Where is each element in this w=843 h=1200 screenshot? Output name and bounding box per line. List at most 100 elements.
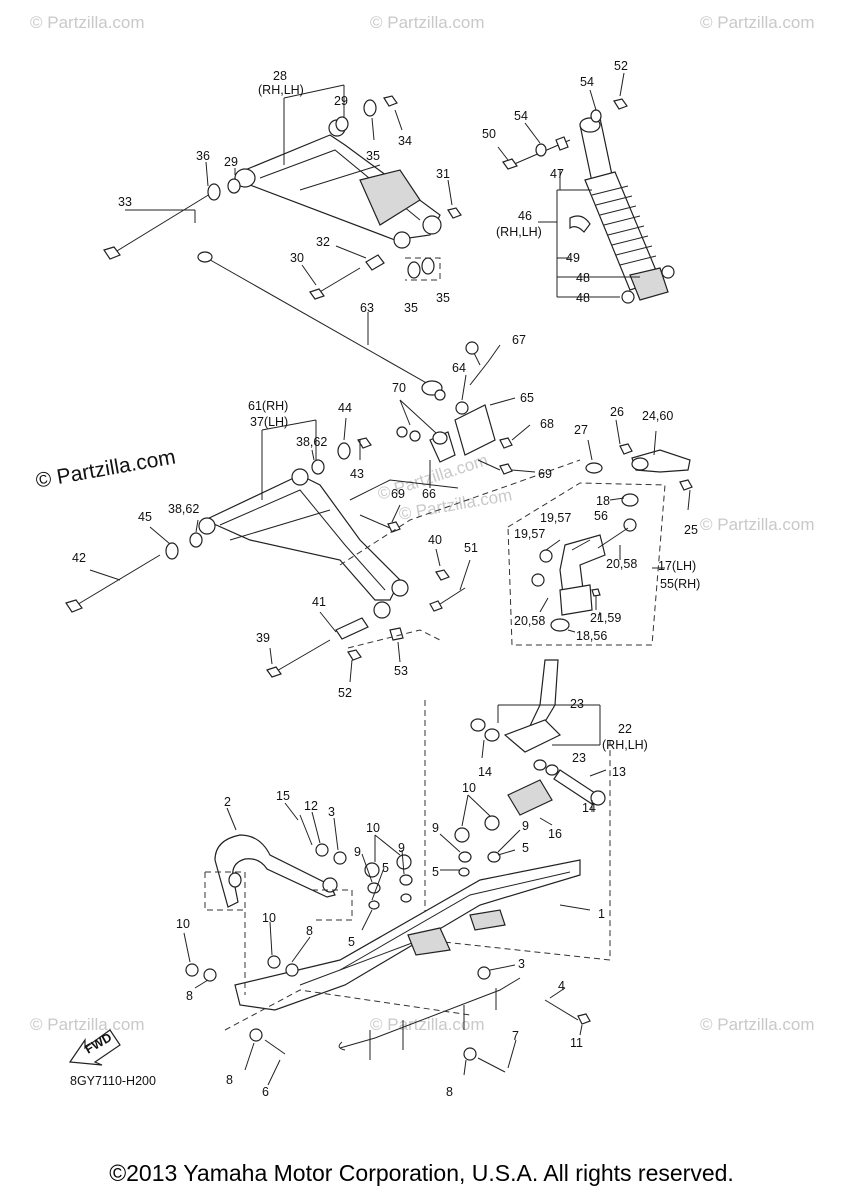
watermark-text: © Partzilla.com	[370, 13, 485, 32]
callout-label-c11: 11	[570, 1036, 583, 1050]
callout-label-c50: 50	[482, 127, 496, 141]
fwd-arrow-icon: FWD	[68, 1029, 121, 1066]
callout-label-c44: 44	[338, 401, 352, 415]
callout-label-c46b: (RH,LH)	[496, 225, 542, 239]
callout-label-c34: 34	[398, 134, 412, 148]
callout-label-c9a: 9	[354, 845, 361, 859]
callout-label-c49: 49	[566, 251, 580, 265]
callout-label-c2159: 21,59	[590, 611, 621, 625]
watermark-text: © Partzilla.com	[30, 1015, 145, 1034]
watermark-text: © Partzilla.com	[700, 1015, 815, 1034]
callout-label-c3a: 3	[328, 805, 335, 819]
callout-label-c23b: 23	[572, 751, 586, 765]
callout-label-c32: 32	[316, 235, 330, 249]
callout-label-c4: 4	[558, 979, 565, 993]
callout-label-c38a: 38,62	[296, 435, 327, 449]
callout-label-c41: 41	[312, 595, 326, 609]
callout-label-c5d: 5	[348, 935, 355, 949]
callout-label-c23a: 23	[570, 697, 584, 711]
callout-label-c13: 13	[612, 765, 626, 779]
callout-label-c52b: 52	[338, 686, 352, 700]
callout-label-c63: 63	[360, 301, 374, 315]
watermark-text: © Partzilla.com	[700, 13, 815, 32]
callout-label-c22b: (RH,LH)	[602, 738, 648, 752]
callout-label-c1856: 18,56	[576, 629, 607, 643]
callout-label-c55: 55(RH)	[660, 577, 700, 591]
callout-label-c35a: 35	[366, 149, 380, 163]
upper-arm-assembly	[103, 84, 462, 300]
lower-arm-assembly	[65, 417, 581, 683]
callout-label-c39: 39	[256, 631, 270, 645]
callout-label-c15: 15	[276, 789, 290, 803]
callout-label-c70: 70	[392, 381, 406, 395]
callout-label-c14b: 14	[582, 801, 596, 815]
callout-label-c28b: (RH,LH)	[258, 83, 304, 97]
callout-label-c16: 16	[548, 827, 562, 841]
callout-label-c33: 33	[118, 195, 132, 209]
callout-label-c22a: 22	[618, 722, 632, 736]
callout-label-c1957b: 19,57	[514, 527, 545, 541]
callout-label-c48b: 48	[576, 291, 590, 305]
callout-label-c36: 36	[196, 149, 210, 163]
callout-label-c43: 43	[350, 467, 364, 481]
callout-label-c35b: 35	[404, 301, 418, 315]
callout-label-c2: 2	[224, 795, 231, 809]
callout-label-c37: 37(LH)	[250, 415, 288, 429]
callout-label-c8a: 8	[306, 924, 313, 938]
callout-label-c52a: 52	[614, 59, 628, 73]
callout-label-c42: 42	[72, 551, 86, 565]
callout-label-c61: 61(RH)	[248, 399, 288, 413]
callout-label-c26: 26	[610, 405, 624, 419]
callout-label-c10a: 10	[366, 821, 380, 835]
callout-label-c17: 17(LH)	[658, 559, 696, 573]
callout-label-c54a: 54	[580, 75, 594, 89]
callout-label-c27: 27	[574, 423, 588, 437]
callout-label-c69b: 69	[391, 487, 405, 501]
callout-label-c64: 64	[452, 361, 466, 375]
callout-label-c14a: 14	[478, 765, 492, 779]
callout-label-c12: 12	[304, 799, 318, 813]
callout-label-c47: 47	[550, 167, 564, 181]
callout-label-c29a: 29	[334, 94, 348, 108]
callout-label-c10c: 10	[176, 917, 190, 931]
shock-absorber-assembly	[497, 72, 675, 304]
callout-label-c53: 53	[394, 664, 408, 678]
callout-label-c28a: 28	[273, 69, 287, 83]
callout-label-c51: 51	[464, 541, 478, 555]
copyright-notice: ©2013 Yamaha Motor Corporation, U.S.A. A…	[109, 1160, 734, 1186]
callout-label-c9b: 9	[398, 841, 405, 855]
callout-label-c54b: 54	[514, 109, 528, 123]
callout-label-c1: 1	[598, 907, 605, 921]
callout-label-c3b: 3	[518, 957, 525, 971]
callout-label-c56: 56	[594, 509, 608, 523]
callout-label-c2058a: 20,58	[606, 557, 637, 571]
tie-rod-assembly	[197, 251, 536, 488]
diagram-code: 8GY7110-H200	[70, 1074, 156, 1088]
callout-label-c67: 67	[512, 333, 526, 347]
callout-label-c30: 30	[290, 251, 304, 265]
callout-label-c48a: 48	[576, 271, 590, 285]
callout-label-c65: 65	[520, 391, 534, 405]
callout-label-c40: 40	[428, 533, 442, 547]
callout-label-c9d: 9	[522, 819, 529, 833]
callout-label-c66: 66	[422, 487, 436, 501]
callout-label-c7: 7	[512, 1029, 519, 1043]
callout-label-c5c: 5	[522, 841, 529, 855]
callout-label-c8c: 8	[226, 1073, 233, 1087]
callout-label-c10d: 10	[262, 911, 276, 925]
callout-label-c9c: 9	[432, 821, 439, 835]
callout-label-c2058b: 20,58	[514, 614, 545, 628]
watermark-text: © Partzilla.com	[30, 13, 145, 32]
callout-label-c25: 25	[684, 523, 698, 537]
callout-label-c35c: 35	[436, 291, 450, 305]
callout-label-c31: 31	[436, 167, 450, 181]
callout-label-c8d: 8	[446, 1085, 453, 1099]
callout-label-c18a: 18	[596, 494, 610, 508]
callout-label-c8b: 8	[186, 989, 193, 1003]
callout-label-c5b: 5	[432, 865, 439, 879]
ski-column-assembly	[183, 659, 611, 1086]
callout-label-c68: 68	[540, 417, 554, 431]
callout-label-c10b: 10	[462, 781, 476, 795]
